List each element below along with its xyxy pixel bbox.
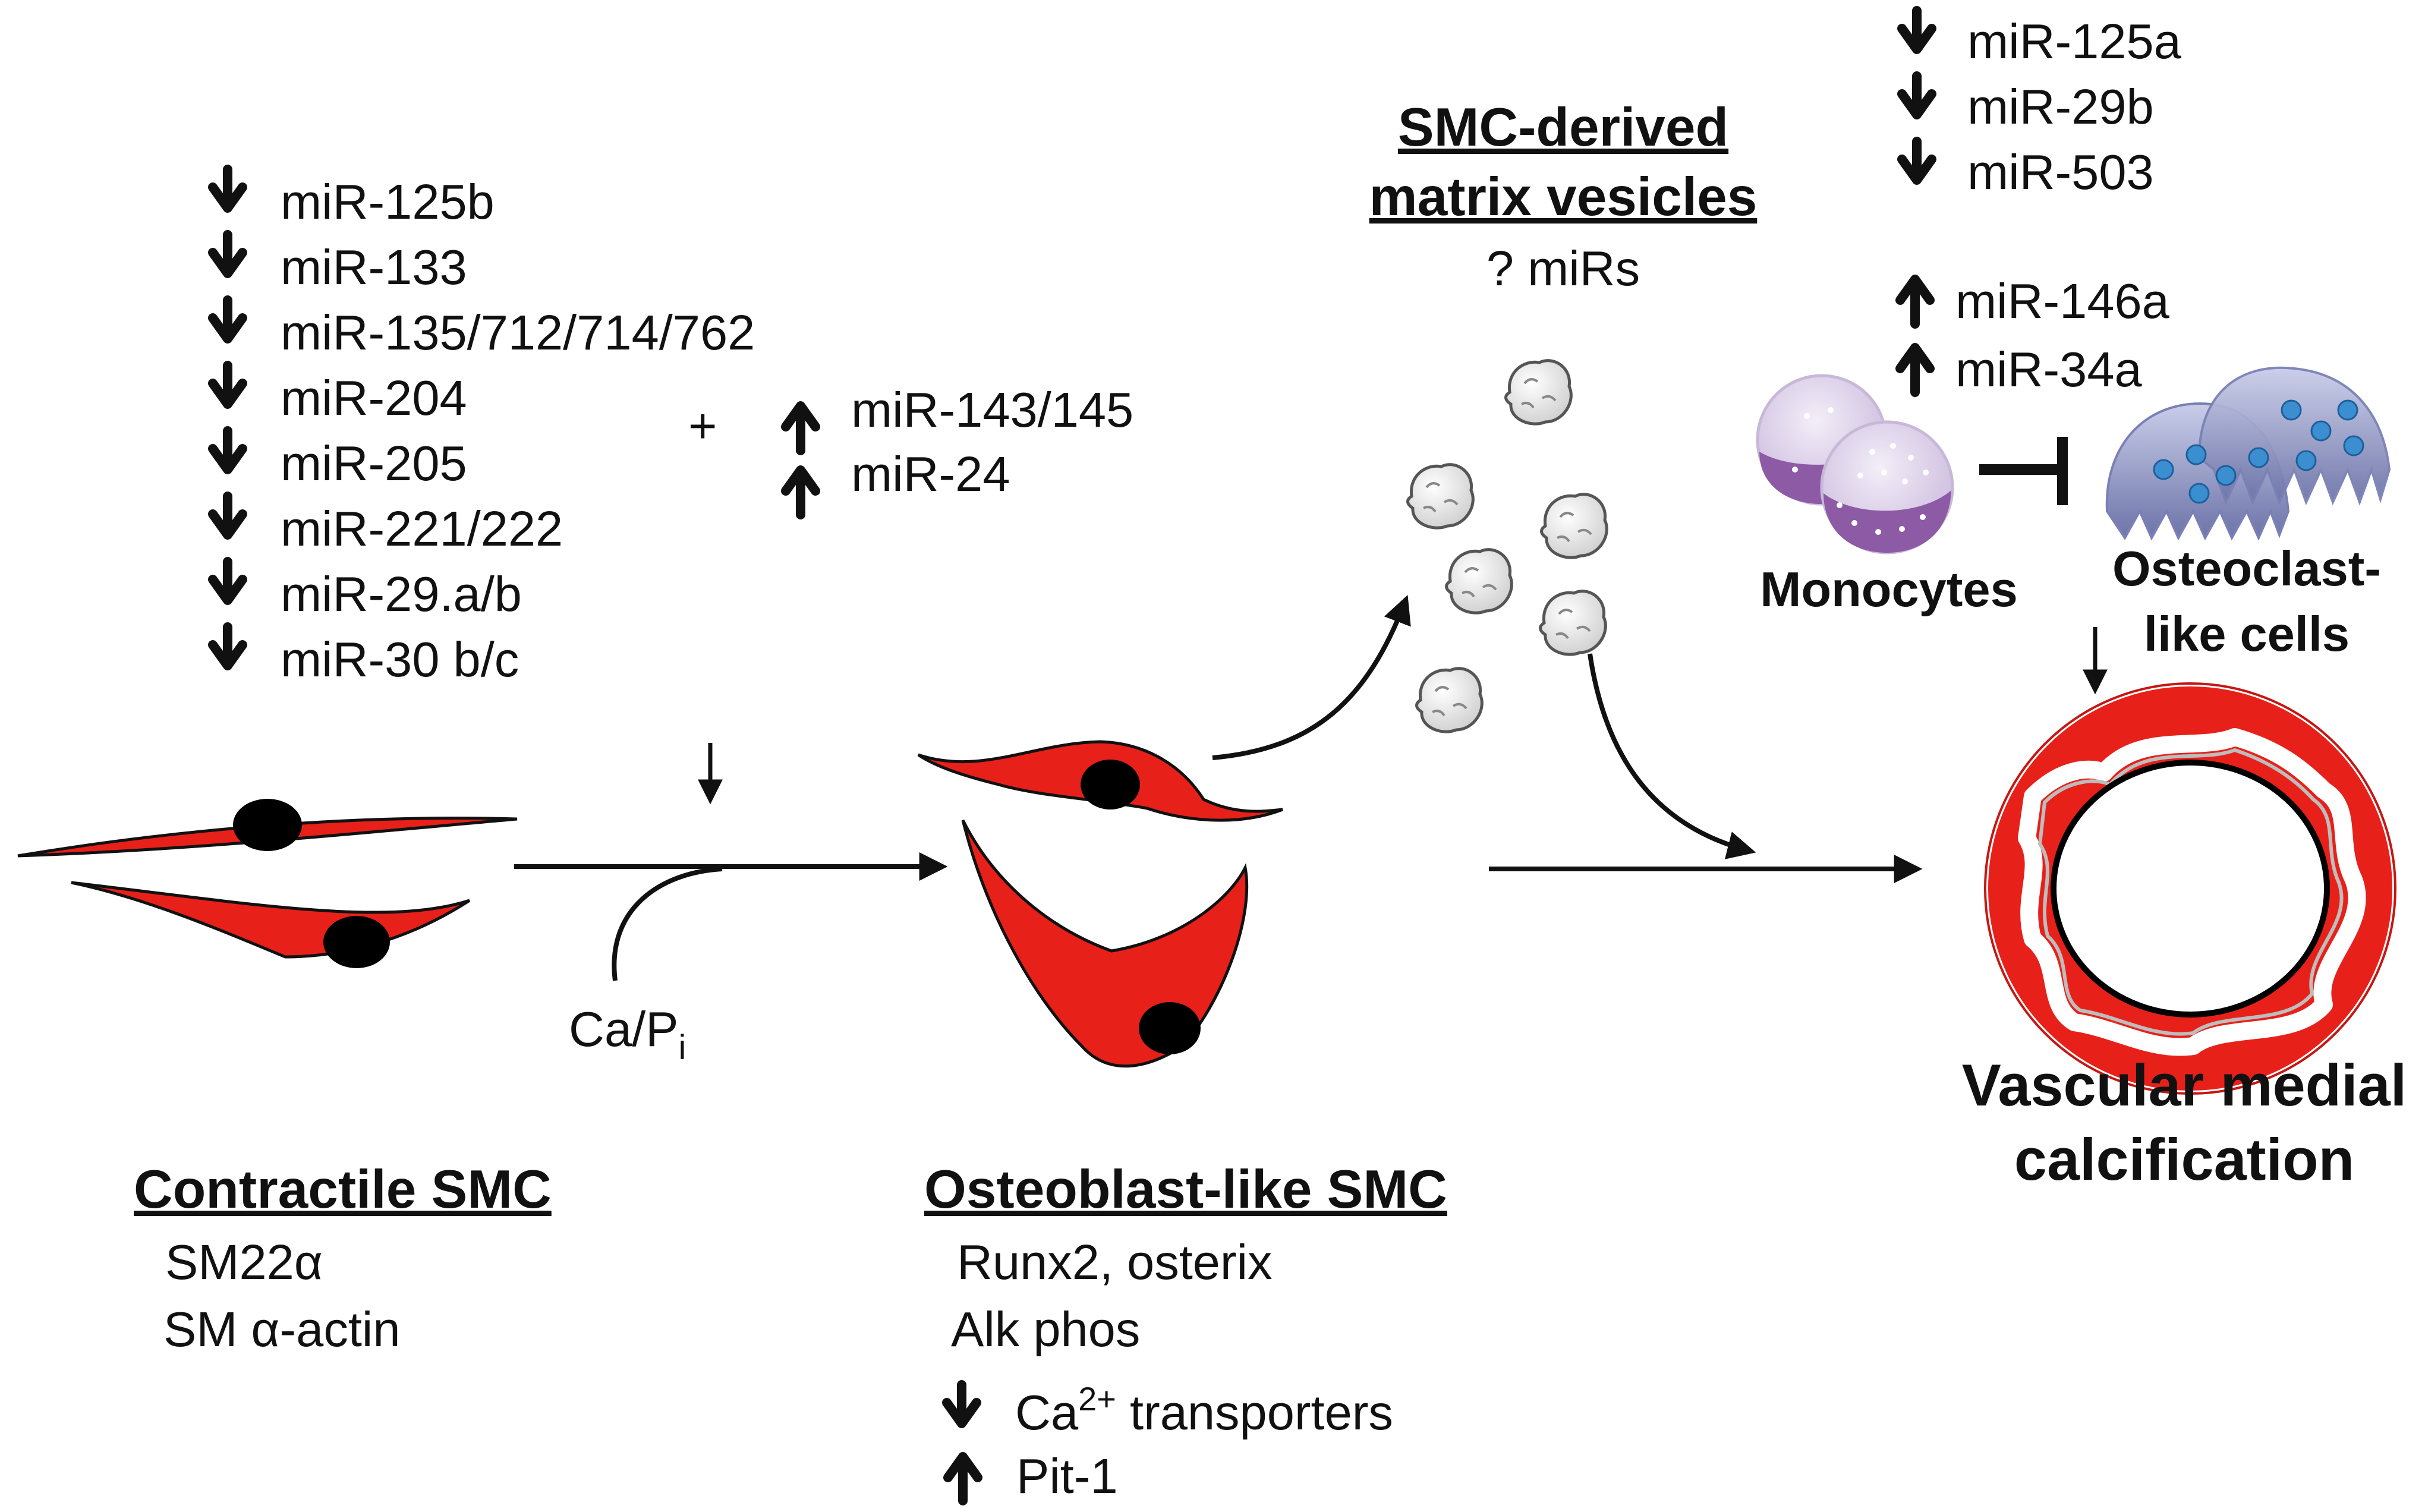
osteoclast-nuclei <box>2153 399 2364 504</box>
down-mir-row: miR-30 b/c <box>208 622 519 687</box>
granules <box>1792 407 1929 535</box>
mir-label: miR-221/222 <box>281 501 563 556</box>
down-arrow-icon <box>1897 6 1936 54</box>
vesicle-icon <box>1445 548 1513 615</box>
inhibition-bar-icon <box>1979 437 2068 505</box>
osteoblast-smc-cells <box>917 740 1283 1068</box>
down-arrow-icon <box>208 361 247 409</box>
pit1-label: Pit-1 <box>1016 1448 1118 1504</box>
mir-label: miR-30 b/c <box>281 632 519 687</box>
osteoclast-cell <box>2197 366 2391 506</box>
down-mir-row: miR-133 <box>208 230 467 295</box>
ca-pi-label: Ca/Pi <box>569 1001 686 1067</box>
vesicle-icon <box>1540 493 1608 559</box>
osteoblast-smc-title: Osteoblast-like SMC <box>924 1160 1447 1220</box>
mir-label: miR-133 <box>281 240 467 295</box>
osteoblast-smc-cell <box>961 819 1249 1068</box>
down-arrow-icon <box>208 492 247 540</box>
down-arrow-icon <box>208 165 247 213</box>
nucleus <box>1139 1002 1201 1054</box>
matrix-vesicles-title-line1: SMC-derived <box>1398 97 1728 158</box>
up-mir-row: miR-24 <box>781 446 1010 519</box>
down-arrow-icon <box>208 622 247 670</box>
up-mir-row: miR-143/145 <box>781 382 1133 455</box>
down-arrow-icon <box>208 426 247 474</box>
mir-label: miR-29.a/b <box>281 566 522 622</box>
down-mir-row: miR-503 <box>1897 137 2154 200</box>
osteoclast-label-line1: Osteoclast- <box>2112 541 2381 596</box>
osteoblast-marker: Alk phos <box>951 1302 1140 1357</box>
down-arrow-icon <box>1897 137 1936 185</box>
mir-label: miR-34a <box>1955 342 2142 397</box>
outcome-label-line1: Vascular medial <box>1962 1052 2407 1118</box>
down-mir-row: miR-205 <box>208 426 467 491</box>
nucleus <box>233 799 302 851</box>
mir-label: miR-143/145 <box>851 382 1133 437</box>
mir-label: miR-204 <box>281 370 467 426</box>
vesicle-release-arrow <box>1212 595 1411 760</box>
down-mir-row: miR-221/222 <box>208 492 563 556</box>
matrix-vesicles-subtitle: ? miRs <box>1487 241 1640 296</box>
up-arrow-icon <box>781 401 820 455</box>
osteoblast-marker: Runx2, osterix <box>957 1234 1273 1290</box>
down-mir-list-monocyte: miR-125a miR-29b miR-503 <box>1897 6 2182 200</box>
monocytes <box>1756 374 1954 555</box>
up-arrow-icon <box>1895 275 1935 329</box>
down-mir-row: miR-125a <box>1897 6 2182 69</box>
down-arrow-icon <box>208 295 247 344</box>
vesicle-icon <box>1504 359 1573 426</box>
contractile-smc-cell <box>71 881 471 959</box>
nucleus <box>1081 760 1140 809</box>
contractile-smc-title: Contractile SMC <box>134 1160 552 1220</box>
up-arrow-icon <box>943 1452 982 1505</box>
vesicle-icon <box>1406 463 1475 530</box>
down-arrow-icon <box>1897 71 1936 119</box>
mir-label: miR-29b <box>1967 79 2154 134</box>
osteoclast-label-line2: like cells <box>2144 606 2350 662</box>
down-mir-row: miR-125b <box>208 165 495 229</box>
down-arrow-icon <box>942 1380 981 1428</box>
up-mir-row: miR-146a <box>1895 273 2170 329</box>
up-arrow-icon <box>781 465 820 519</box>
mir-label: miR-125a <box>1967 14 2182 69</box>
ca-transporters-label: Ca2+ transporters <box>1015 1380 1393 1440</box>
vesicle-to-calcification-arrow <box>1588 653 1756 859</box>
pit1-row: Pit-1 <box>943 1448 1118 1505</box>
ca-pi-input-curve <box>612 867 723 981</box>
contractile-smc-cells <box>17 799 518 968</box>
down-mir-row: miR-29b <box>1897 71 2154 134</box>
down-arrow-icon <box>208 230 247 278</box>
outcome-label-line2: calcification <box>2014 1126 2354 1192</box>
contractile-marker: SM22α <box>165 1234 323 1290</box>
down-arrow-icon <box>208 557 247 605</box>
down-mir-list-smc: miR-125b miR-133 miR-135/712/714/762 miR… <box>208 165 755 687</box>
down-mir-row: miR-29.a/b <box>208 557 522 622</box>
mir-label: miR-205 <box>281 436 467 491</box>
up-arrow-icon <box>1895 343 1935 397</box>
monocytes-label: Monocytes <box>1760 562 2018 617</box>
osteoclast-cells <box>2105 366 2391 541</box>
monocyte-cell <box>1792 407 1954 555</box>
ca-transporters-row: Ca2+ transporters <box>942 1380 1393 1440</box>
up-mir-list-smc: miR-143/145 miR-24 <box>781 382 1133 519</box>
vesicle-icon <box>1539 590 1607 656</box>
contractile-marker: SM α-actin <box>163 1302 401 1357</box>
plus-sign: + <box>688 398 717 453</box>
calcified-vessel-icon <box>1982 681 2398 1097</box>
mir-label: miR-24 <box>851 446 1010 502</box>
mir-label: miR-503 <box>1967 144 2154 200</box>
matrix-vesicles <box>1406 359 1608 733</box>
mir-label: miR-146a <box>1955 273 2170 329</box>
up-mir-list-monocyte: miR-146a miR-34a <box>1895 273 2170 397</box>
matrix-vesicles-title-line2: matrix vesicles <box>1369 167 1758 227</box>
mir-label: miR-125b <box>281 174 495 229</box>
mir-label: miR-135/712/714/762 <box>281 305 755 360</box>
nucleus <box>323 916 390 968</box>
vesicle-icon <box>1415 667 1484 733</box>
up-mir-row: miR-34a <box>1895 342 2142 397</box>
down-mir-row: miR-135/712/714/762 <box>208 295 755 360</box>
down-mir-row: miR-204 <box>208 361 467 426</box>
